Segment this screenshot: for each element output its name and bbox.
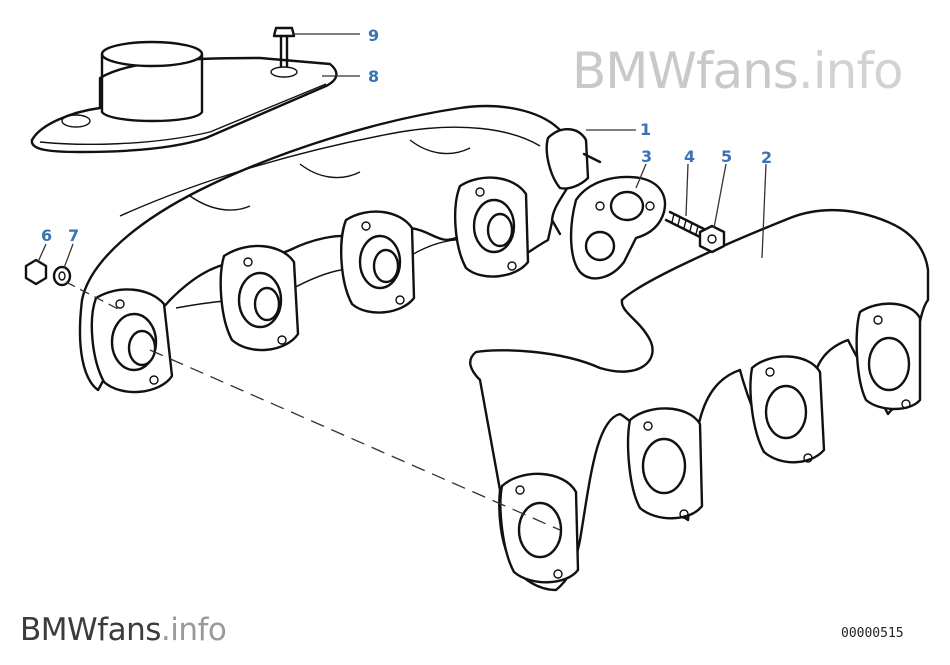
watermark-top: BMWfans.info	[572, 42, 904, 100]
leader-3	[635, 163, 647, 189]
leader-4	[685, 163, 689, 217]
watermark-bottom-suffix: .info	[160, 612, 227, 648]
part-2-manifold-gasket	[469, 208, 930, 592]
watermark-bottom-brand: BMWfans	[20, 612, 161, 648]
watermark-top-brand: BMWfans	[572, 42, 799, 100]
part-9-bolt	[272, 26, 296, 68]
leader-7	[63, 243, 74, 269]
callout-7: 7	[68, 226, 80, 245]
leader-2	[761, 163, 767, 259]
part-5-nut	[698, 224, 726, 254]
callout-3: 3	[641, 147, 653, 166]
watermark-bottom: BMWfans.info	[20, 612, 227, 648]
callout-9: 9	[368, 26, 380, 45]
callout-2: 2	[761, 148, 773, 167]
part-7-washer	[52, 265, 72, 287]
leader-5	[713, 163, 727, 229]
alignment-line	[149, 349, 561, 531]
diagram-code: 00000515	[841, 626, 904, 641]
part-8-heat-shield	[30, 40, 338, 154]
callout-5: 5	[721, 147, 733, 166]
leader-6	[37, 243, 47, 263]
callout-4: 4	[684, 147, 696, 166]
callout-8: 8	[368, 67, 380, 86]
part-4-stud	[664, 210, 708, 240]
watermark-top-suffix: .info	[797, 42, 904, 100]
part-3-outlet-gasket	[569, 175, 667, 280]
callout-6: 6	[41, 226, 53, 245]
part-6-nut	[24, 258, 48, 286]
callout-1: 1	[640, 120, 652, 139]
part-1-exhaust-manifold	[78, 104, 602, 394]
alignment-line	[65, 281, 121, 311]
